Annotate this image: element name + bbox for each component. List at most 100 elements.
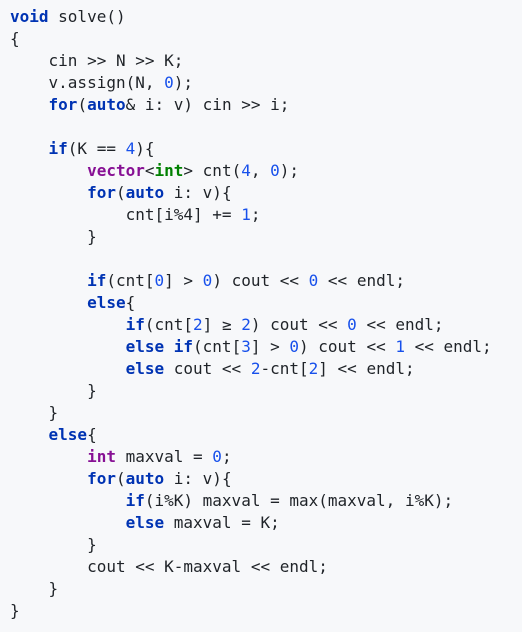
code-token: maxval = <box>115 447 213 466</box>
code-token: } <box>10 403 59 422</box>
code-token: (i%K) maxval = max(maxval, i%K); <box>144 491 454 510</box>
code-token: vector <box>87 161 145 180</box>
code-token: cnt[i%4] += <box>10 205 242 224</box>
code-line: } <box>10 380 522 402</box>
code-token: cin >> N >> K; <box>10 51 184 70</box>
code-token: ) cout << <box>250 315 348 334</box>
code-token: 0 <box>202 271 213 290</box>
code-token <box>10 491 126 510</box>
code-token: solve() <box>48 7 126 26</box>
code-token: 0 <box>212 447 222 466</box>
code-line: cout << K-maxval << endl; <box>10 556 522 578</box>
code-token <box>10 293 87 312</box>
code-token: ); <box>279 161 300 180</box>
code-token: i: v){ <box>164 469 232 488</box>
code-token: for <box>87 469 116 488</box>
code-token: (K == <box>67 139 126 158</box>
code-token: cout << <box>164 359 251 378</box>
code-token: 2 <box>193 315 203 334</box>
code-line: } <box>10 600 522 622</box>
code-token: for <box>87 183 116 202</box>
code-token: { <box>10 29 20 48</box>
code-token: if <box>125 315 145 334</box>
code-line: cin >> N >> K; <box>10 50 522 72</box>
code-token <box>10 183 87 202</box>
code-token: } <box>10 579 59 598</box>
code-token: << endl; <box>356 315 444 334</box>
code-token: 4 <box>125 139 136 158</box>
code-token <box>10 95 49 114</box>
code-token: else <box>87 293 126 312</box>
code-line: for(auto& i: v) cin >> i; <box>10 94 522 116</box>
code-token: v.assign(N, <box>10 73 165 92</box>
code-token: ) cout << <box>299 337 396 356</box>
code-token: auto <box>125 183 165 202</box>
code-line: else if(cnt[3] > 0) cout << 1 << endl; <box>10 336 522 358</box>
code-token: -cnt[ <box>260 359 309 378</box>
code-token: < <box>144 161 155 180</box>
code-token: else if <box>125 337 194 356</box>
code-token <box>10 315 126 334</box>
code-line: if(cnt[2] ≥ 2) cout << 0 << endl; <box>10 314 522 336</box>
code-token: { <box>87 425 97 444</box>
code-line: } <box>10 402 522 424</box>
code-token: 2 <box>241 315 251 334</box>
code-token: ] > <box>164 271 203 290</box>
code-token: auto <box>87 95 126 114</box>
code-token: cout << K-maxval << endl; <box>10 557 328 576</box>
code-token: i: v){ <box>164 183 232 202</box>
code-line: else{ <box>10 424 522 446</box>
code-token: if <box>125 491 145 510</box>
code-token: auto <box>125 469 165 488</box>
code-token: ( <box>77 95 88 114</box>
code-line: vector<int> cnt(4, 0); <box>10 160 522 182</box>
code-token: ) cout << <box>212 271 309 290</box>
code-token: if <box>48 139 68 158</box>
code-line: v.assign(N, 0); <box>10 72 522 94</box>
code-token <box>10 425 49 444</box>
code-line: cnt[i%4] += 1; <box>10 204 522 226</box>
code-token: 0 <box>308 271 319 290</box>
code-token: ; <box>250 205 261 224</box>
code-token: int <box>87 447 116 466</box>
code-token: 1 <box>395 337 405 356</box>
code-token: 0 <box>154 271 165 290</box>
code-line: } <box>10 534 522 556</box>
code-line <box>10 116 522 138</box>
code-line: if(cnt[0] > 0) cout << 0 << endl; <box>10 270 522 292</box>
code-token: if <box>87 271 107 290</box>
code-token: (cnt[ <box>193 337 242 356</box>
code-token: ){ <box>135 139 155 158</box>
code-token: ] << endl; <box>318 359 415 378</box>
code-line: { <box>10 28 522 50</box>
code-token: } <box>10 227 97 246</box>
code-line <box>10 248 522 270</box>
code-token: 1 <box>241 205 251 224</box>
code-token: void <box>10 7 49 26</box>
code-line: } <box>10 226 522 248</box>
code-line: if(K == 4){ <box>10 138 522 160</box>
code-token: & i: v) cin >> i; <box>125 95 290 114</box>
code-line: } <box>10 578 522 600</box>
code-token: { <box>125 293 136 312</box>
code-token <box>10 271 87 290</box>
code-token: 0 <box>347 315 357 334</box>
code-token <box>10 513 126 532</box>
code-token: << endl; <box>404 337 492 356</box>
code-token <box>10 139 49 158</box>
code-token: else <box>48 425 88 444</box>
code-line: for(auto i: v){ <box>10 468 522 490</box>
code-token: else <box>125 359 165 378</box>
code-token: 3 <box>241 337 251 356</box>
code-token: 0 <box>270 161 280 180</box>
code-token: 2 <box>250 359 261 378</box>
code-token: else <box>125 513 165 532</box>
code-line: else{ <box>10 292 522 314</box>
code-token: maxval = K; <box>164 513 280 532</box>
code-line: else cout << 2-cnt[2] << endl; <box>10 358 522 380</box>
code-token: int <box>154 161 184 180</box>
code-token: 0 <box>289 337 300 356</box>
code-token: (cnt[ <box>106 271 155 290</box>
code-token: ( <box>115 183 126 202</box>
